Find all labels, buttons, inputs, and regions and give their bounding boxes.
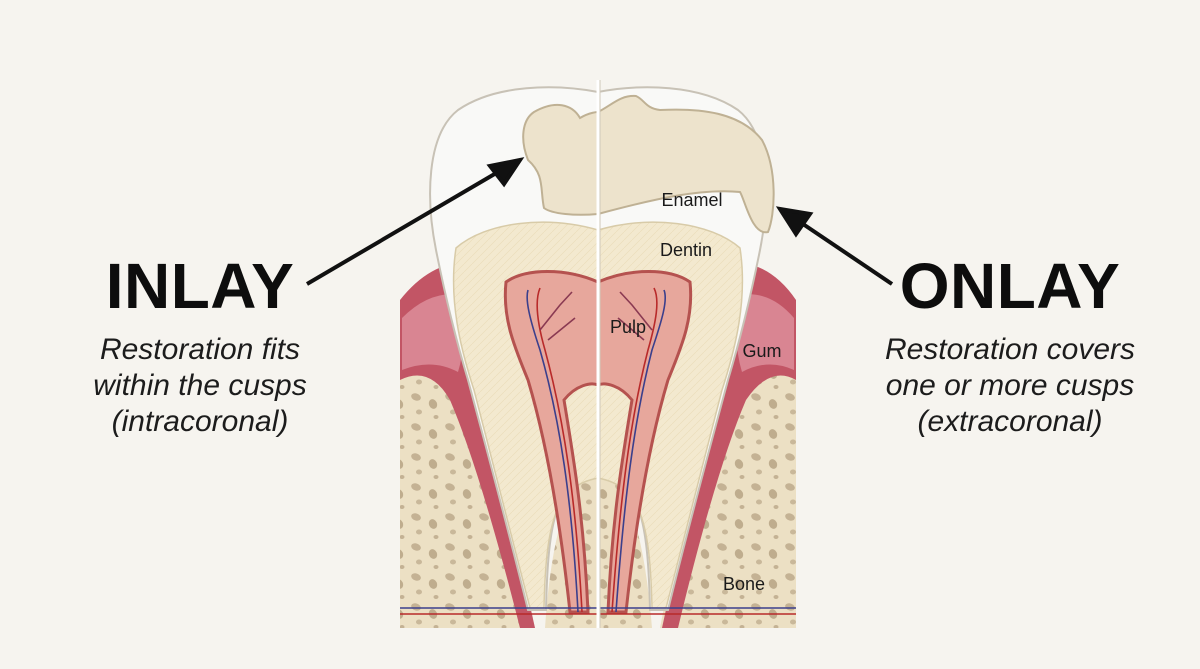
onlay-line-2: one or more cusps <box>885 369 1135 402</box>
label-dentin: Dentin <box>660 240 712 260</box>
onlay-arrow <box>775 206 894 286</box>
pulp-vessels <box>526 287 667 613</box>
onlay-restoration <box>597 94 775 234</box>
inlay-restoration <box>522 103 599 216</box>
onlay-line-1: Restoration covers <box>884 333 1136 366</box>
onlay-title: ONLAY <box>899 250 1121 322</box>
inlay-arrow <box>305 157 525 286</box>
onlay-line-3: (extracoronal) <box>917 405 1103 438</box>
label-bone: Bone <box>723 574 765 594</box>
onlay-panel: ONLAY Restoration covers one or more cus… <box>850 250 1170 440</box>
gum-right-inner <box>736 294 794 372</box>
inlay-line-1: Restoration fits <box>99 333 301 366</box>
label-enamel: Enamel <box>661 190 722 210</box>
inlay-line-3: (intracoronal) <box>111 405 289 438</box>
inlay-title: INLAY <box>105 250 295 322</box>
inlay-panel: INLAY Restoration fits within the cusps … <box>40 250 360 440</box>
inlay-line-2: within the cusps <box>93 369 307 402</box>
bone-left <box>400 359 535 628</box>
onlay-description: Restoration covers one or more cusps (ex… <box>850 332 1170 440</box>
label-gum: Gum <box>742 341 781 361</box>
gum-left-inner <box>402 294 464 372</box>
inlay-description: Restoration fits within the cusps (intra… <box>40 332 360 440</box>
label-pulp: Pulp <box>610 317 646 337</box>
